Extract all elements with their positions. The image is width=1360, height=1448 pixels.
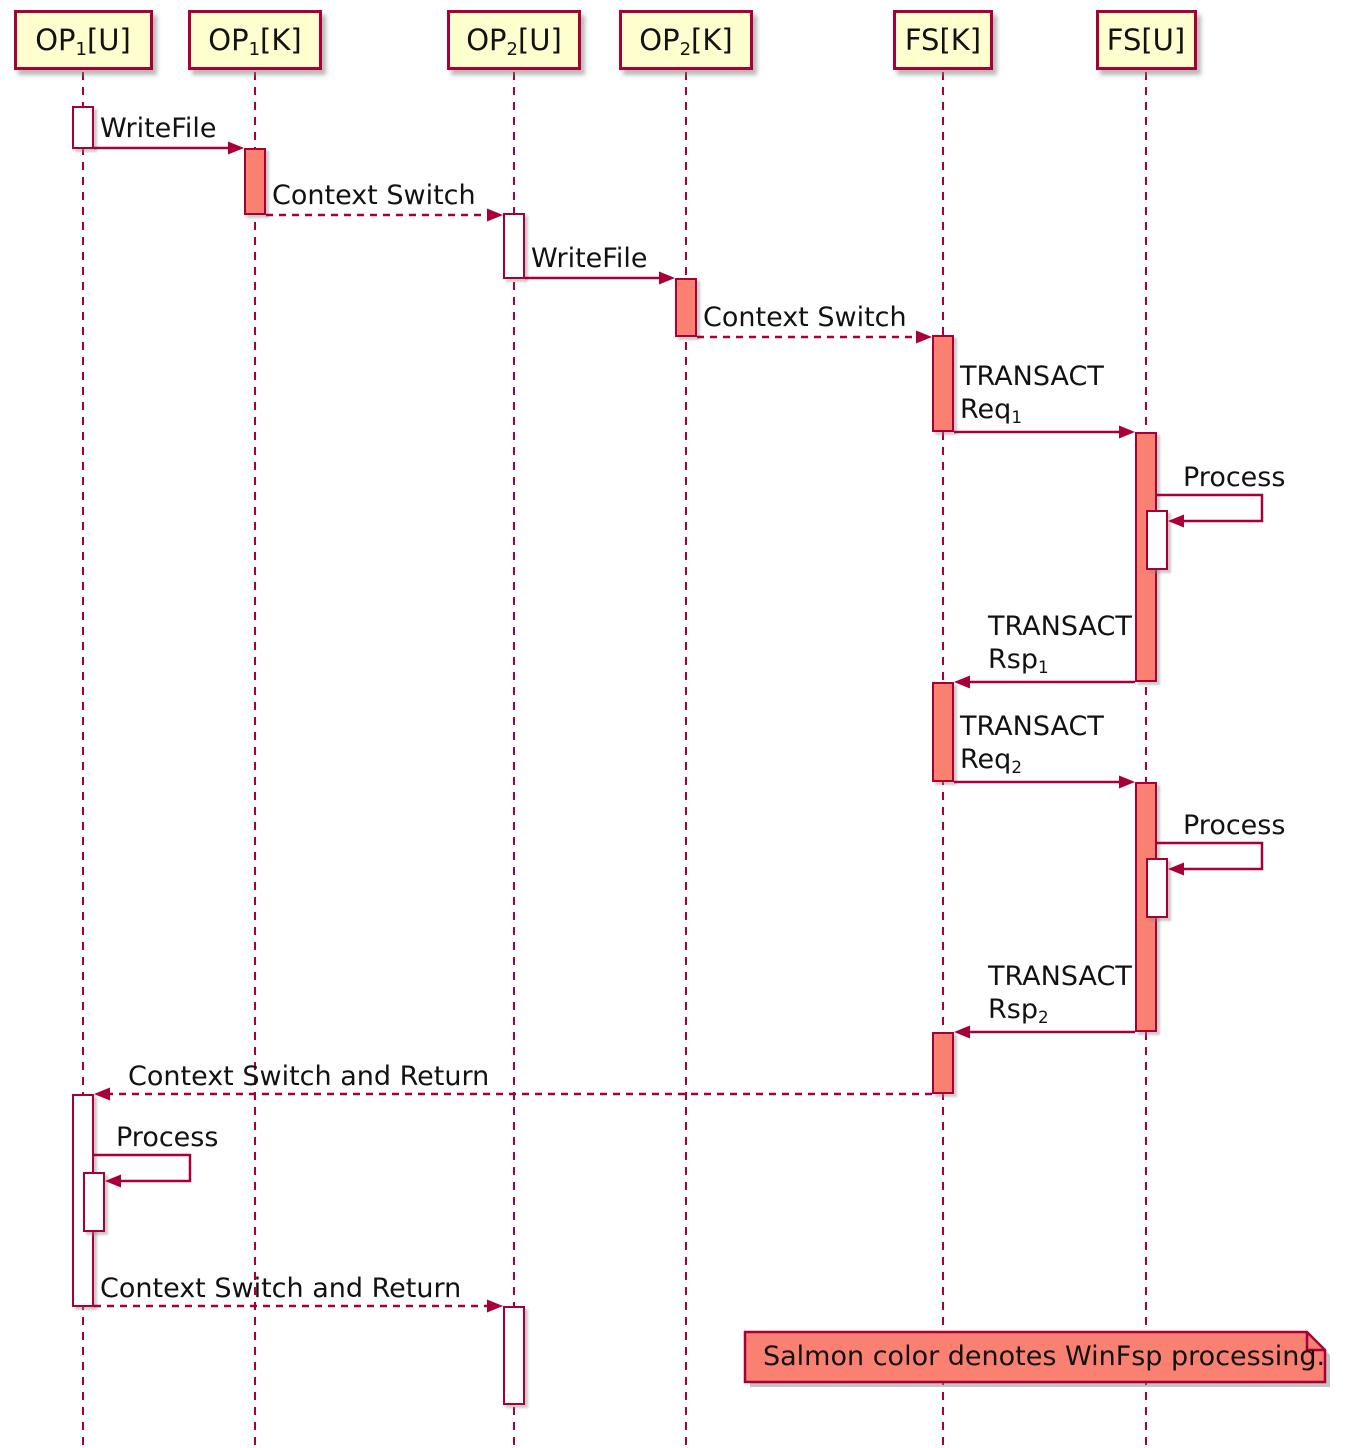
context-switch-2-arrowhead	[916, 330, 932, 344]
process-1-arrowhead	[1168, 514, 1184, 528]
participant-label-fsk: FS[K]	[904, 23, 982, 57]
transact-rsp2-arrowhead	[954, 1025, 970, 1039]
fsk-activation-2	[932, 682, 954, 782]
participant-fsu: FS[U]	[1095, 10, 1197, 70]
process-1-line	[1157, 493, 1264, 523]
transact-req1-arrowhead	[1119, 425, 1135, 439]
fsu-process-activation-2	[1146, 858, 1168, 918]
process-3-arrowhead	[105, 1174, 121, 1188]
op2u-activation-1	[503, 213, 525, 279]
process-3-line	[94, 1153, 192, 1183]
participant-op2u: OP2[U]	[447, 10, 581, 70]
op1u-activation-1	[72, 106, 94, 149]
context-switch-return-1-label: Context Switch and Return	[128, 1061, 490, 1092]
process-2-arrowhead	[1168, 862, 1184, 876]
process-2-line	[1157, 841, 1264, 871]
participant-fsk: FS[K]	[893, 10, 993, 70]
writefile-2-arrowhead	[659, 271, 675, 285]
context-switch-return-1-arrowhead	[94, 1087, 110, 1101]
context-switch-2-label: Context Switch	[703, 302, 907, 333]
fsu-process-activation-1	[1146, 510, 1168, 570]
op1u-process-activation	[83, 1172, 105, 1232]
participant-label-fsu: FS[U]	[1106, 23, 1186, 57]
participant-op1k: OP1[K]	[188, 10, 322, 70]
participant-op2k: OP2[K]	[619, 10, 753, 70]
participant-op1u: OP1[U]	[13, 10, 153, 70]
transact-rsp1-arrowhead	[954, 675, 970, 689]
context-switch-return-2-arrowhead	[487, 1299, 503, 1313]
process-1-label: Process	[1183, 462, 1286, 493]
writefile-1-arrowhead	[228, 141, 244, 155]
op2k-activation	[675, 278, 697, 337]
transact-req2-arrowhead	[1119, 775, 1135, 789]
participant-label-op2u: OP2[U]	[466, 23, 562, 61]
context-switch-return-2-label: Context Switch and Return	[100, 1273, 462, 1304]
note-text: Salmon color denotes WinFsp processing.	[763, 1341, 1326, 1372]
context-switch-1-arrowhead	[487, 208, 503, 222]
context-switch-1-label: Context Switch	[272, 180, 476, 211]
writefile-2-label: WriteFile	[531, 243, 648, 274]
process-2-label: Process	[1183, 810, 1286, 841]
writefile-1-label: WriteFile	[100, 113, 217, 144]
participant-label-op1k: OP1[K]	[208, 23, 302, 61]
op1k-activation	[244, 148, 266, 215]
participant-label-op1u: OP1[U]	[35, 23, 131, 61]
op2u-activation-2	[503, 1306, 525, 1405]
fsk-activation-3	[932, 1032, 954, 1094]
process-3-label: Process	[116, 1122, 219, 1153]
participant-label-op2k: OP2[K]	[639, 23, 733, 61]
fsk-activation-1	[932, 335, 954, 432]
